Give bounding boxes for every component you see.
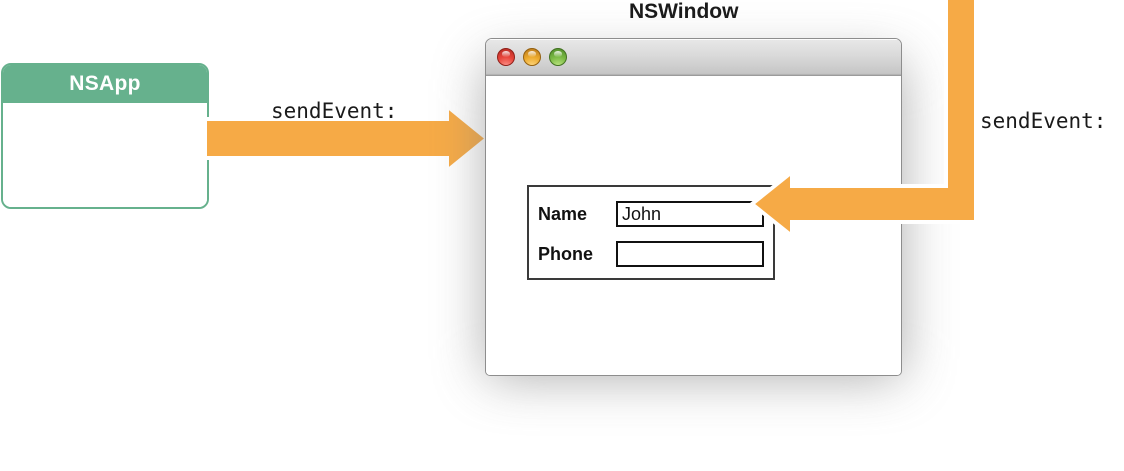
traffic-light-group [497, 48, 567, 66]
arrow-label-sendevent-right: sendEvent: [980, 109, 1107, 133]
arrow-label-sendevent-left: sendEvent: [271, 99, 398, 123]
close-button-icon[interactable] [497, 48, 515, 66]
phone-field-label: Phone [538, 243, 594, 264]
nsapp-title: NSApp [3, 65, 207, 103]
form-panel: Name John Phone [527, 185, 775, 280]
zoom-button-icon[interactable] [549, 48, 567, 66]
phone-field-input[interactable] [616, 241, 764, 267]
nsapp-box: NSApp [1, 63, 209, 209]
nsapp-body [3, 103, 207, 207]
form-row: Name John [538, 201, 764, 227]
minimize-button-icon[interactable] [523, 48, 541, 66]
form-row: Phone [538, 241, 764, 267]
arrow-nsapp-to-window [205, 106, 490, 171]
name-field-label: Name [538, 203, 588, 224]
arrow-window-to-field [750, 0, 980, 236]
name-field-input[interactable]: John [616, 201, 764, 227]
nswindow-label: NSWindow [629, 0, 739, 23]
window-titlebar[interactable] [486, 39, 901, 76]
